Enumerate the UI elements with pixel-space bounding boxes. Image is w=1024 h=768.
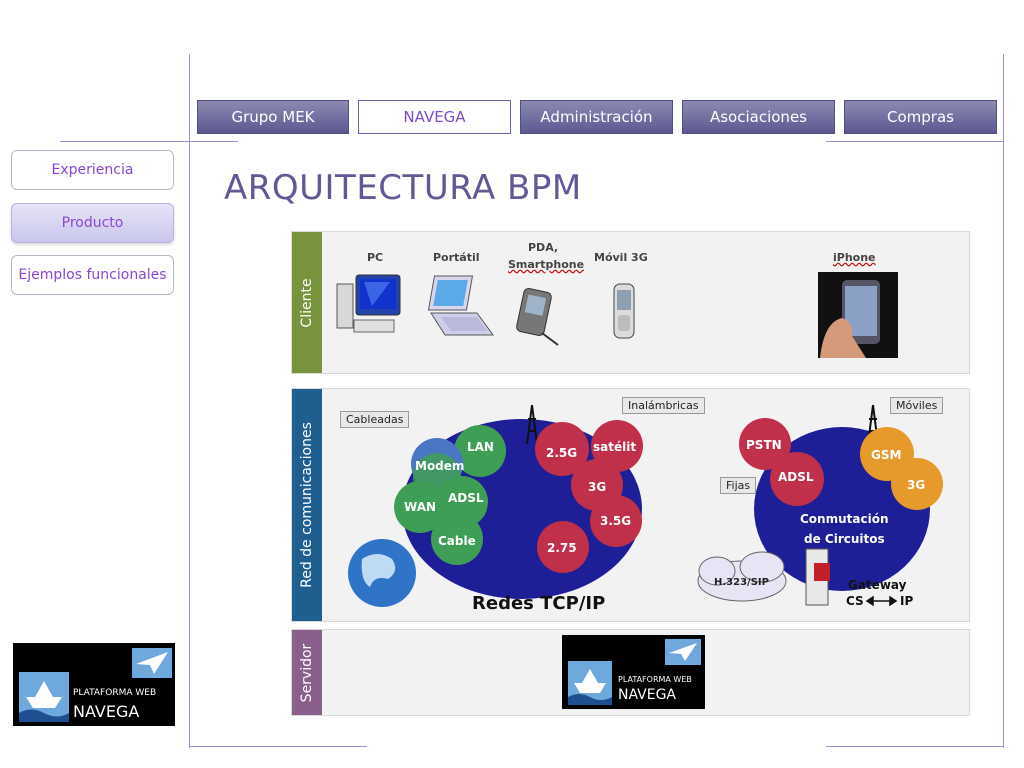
- label-wan: WAN: [404, 500, 436, 514]
- tcp-ip-title: Redes TCP/IP: [472, 593, 605, 614]
- navega-logo-line2: NAVEGA: [73, 702, 140, 721]
- label-lan: LAN: [467, 440, 494, 454]
- bubble-lan: [454, 425, 506, 477]
- device-label-smartphone: Smartphone: [508, 258, 585, 271]
- frame-bottom-line-right: [826, 746, 1004, 747]
- label-pstn: PSTN: [746, 438, 782, 452]
- tab-grupo-mek[interactable]: Grupo MEK: [197, 100, 349, 134]
- device-label-iphone: iPhone: [833, 251, 876, 264]
- pc-icon: [336, 274, 401, 333]
- label-275: 2.75: [547, 541, 577, 555]
- callout-cableadas: Cableadas: [340, 411, 410, 428]
- bubble-25g: [535, 422, 589, 476]
- paper-plane-icon: [132, 648, 172, 678]
- cliente-label: Cliente: [292, 232, 322, 373]
- frame-bottom-line-left: [189, 746, 367, 747]
- servidor-panel: Servidor PLATAFORMA WEB NAVEGA: [291, 629, 970, 716]
- cloud-icon: [697, 551, 787, 602]
- network-diagram: LAN Modem WAN ADSL Cable 2.5G satélit 3G…: [348, 404, 943, 614]
- gateway-label: Gateway: [848, 578, 907, 592]
- pda-icon: [516, 288, 559, 346]
- tab-navega[interactable]: NAVEGA: [358, 100, 511, 134]
- bubble-pstn: [739, 418, 791, 470]
- frame-right-line: [1003, 54, 1004, 748]
- antenna-icon: [526, 404, 538, 445]
- servidor-logo-line2: NAVEGA: [618, 687, 677, 703]
- paper-plane-icon: [665, 639, 701, 665]
- device-label-pda: PDA,: [528, 241, 559, 254]
- callout-moviles: Móviles: [890, 397, 944, 414]
- bubble-adsl-circuit: [770, 452, 824, 506]
- navega-logo-line1: PLATAFORMA WEB: [73, 688, 157, 698]
- bubble-3g-circuit: [891, 458, 943, 510]
- iphone-icon: [818, 272, 898, 358]
- frame-top-line-right: [826, 141, 1004, 142]
- device-label-pc: PC: [367, 251, 384, 264]
- page-title: ARQUITECTURA BPM: [224, 168, 582, 208]
- label-circuit-title-1: Conmutación: [800, 512, 889, 526]
- label-cable: Cable: [438, 534, 476, 548]
- label-satelite: satélit: [593, 440, 636, 454]
- mobile-phone-icon: [613, 283, 635, 339]
- servidor-logo: PLATAFORMA WEB NAVEGA: [562, 635, 705, 709]
- label-gsm: GSM: [871, 448, 901, 462]
- bubble-cable: [431, 513, 483, 565]
- device-label-portatil: Portátil: [433, 251, 480, 264]
- navega-logo: PLATAFORMA WEB NAVEGA: [13, 643, 175, 726]
- cloud-label: H.323/SIP: [714, 577, 769, 588]
- bubble-wan: [394, 481, 446, 533]
- sidebar-item-experiencia[interactable]: Experiencia: [11, 150, 174, 190]
- label-25g: 2.5G: [546, 446, 577, 460]
- frame-left-line: [189, 54, 190, 748]
- gateway-icon: [805, 548, 830, 606]
- bidirectional-arrow-icon: [865, 595, 898, 607]
- cliente-panel: Cliente PC Portátil PDA, Smartphone Móvi…: [291, 231, 970, 374]
- label-adsl-circuit: ADSL: [778, 470, 814, 484]
- boat-icon: [19, 672, 69, 722]
- frame-top-line-left: [60, 141, 238, 142]
- label-35g: 3.5G: [600, 514, 631, 528]
- label-modem: Modem: [415, 459, 464, 473]
- sidebar-item-producto[interactable]: Producto: [11, 203, 174, 243]
- red-comunicaciones-label: Red de comunicaciones: [292, 389, 322, 621]
- bubble-35g: [590, 495, 642, 547]
- callout-inalambricas: Inalámbricas: [622, 397, 705, 414]
- gateway-cs-label: CS: [846, 594, 864, 608]
- laptop-icon: [427, 275, 494, 336]
- bubble-275: [537, 521, 589, 573]
- label-3g: 3G: [588, 480, 606, 494]
- bubble-satelite: [591, 420, 643, 472]
- tab-asociaciones[interactable]: Asociaciones: [682, 100, 835, 134]
- gateway-ip-label: IP: [900, 594, 913, 608]
- label-3g-circuit: 3G: [907, 478, 925, 492]
- tab-compras[interactable]: Compras: [844, 100, 997, 134]
- servidor-logo-line1: PLATAFORMA WEB: [618, 675, 692, 684]
- servidor-label: Servidor: [292, 630, 322, 715]
- label-circuit-title-2: de Circuitos: [804, 532, 885, 546]
- tab-administracion[interactable]: Administración: [520, 100, 673, 134]
- boat-icon: [568, 661, 612, 705]
- device-label-movil-3g: Móvil 3G: [594, 251, 648, 264]
- callout-fijas: Fijas: [720, 477, 757, 494]
- sidebar-item-ejemplos-funcionales[interactable]: Ejemplos funcionales: [11, 255, 174, 295]
- label-adsl: ADSL: [448, 491, 484, 505]
- red-comunicaciones-panel: Red de comunicaciones LAN Modem WAN ADSL…: [291, 388, 970, 622]
